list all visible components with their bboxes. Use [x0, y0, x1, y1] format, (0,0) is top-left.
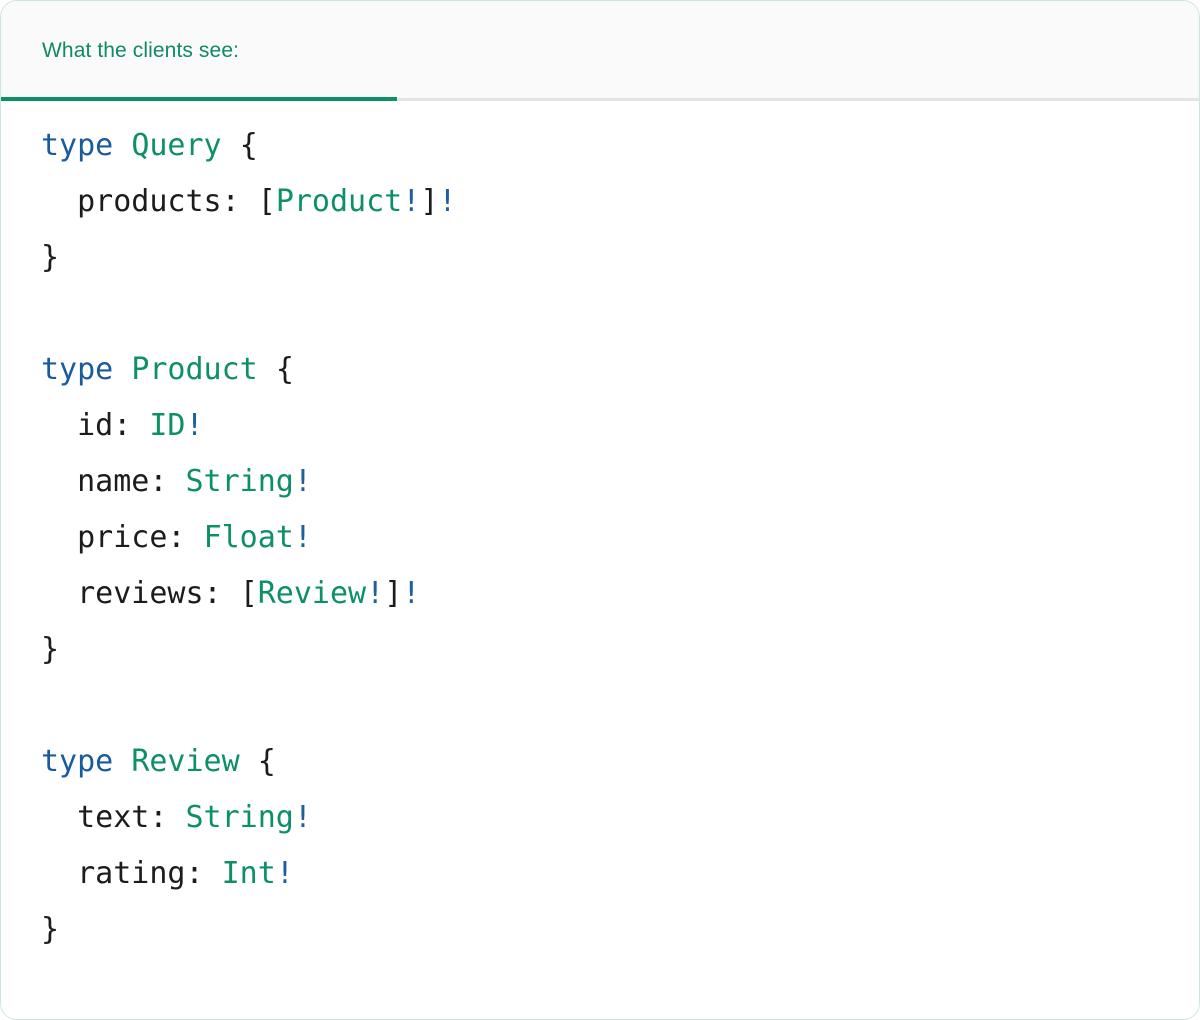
code-line: products: [Product!]!	[41, 174, 1159, 230]
code-line: type Product {	[41, 342, 1159, 398]
code-token-type: Product	[131, 352, 258, 387]
code-token-punc: ]	[384, 576, 403, 611]
code-token-field: reviews:	[41, 576, 222, 611]
code-line: name: String!	[41, 454, 1159, 510]
code-token-plain	[240, 184, 258, 219]
code-token-field: price:	[41, 520, 186, 555]
code-line: rating: Int!	[41, 846, 1159, 902]
code-token-bang: !	[293, 800, 312, 835]
code-token-field: products:	[41, 184, 240, 219]
code-token-kw: type	[41, 352, 114, 387]
code-token-punc: }	[41, 632, 60, 667]
code-token-plain	[222, 128, 240, 163]
tab-strip: What the clients see:	[1, 1, 1199, 101]
code-token-field: rating:	[41, 856, 204, 891]
code-line: type Review {	[41, 734, 1159, 790]
code-token-punc: [	[257, 184, 276, 219]
code-token-type: String	[185, 800, 294, 835]
code-token-plain	[131, 408, 149, 443]
code-token-kw: type	[41, 128, 114, 163]
code-token-plain	[258, 352, 276, 387]
code-token-plain	[186, 520, 204, 555]
tab-what-the-clients-see[interactable]: What the clients see:	[1, 1, 397, 101]
code-token-punc: ]	[420, 184, 439, 219]
code-token-punc: }	[41, 240, 60, 275]
code-token-plain	[113, 744, 131, 779]
code-token-punc: {	[239, 128, 258, 163]
code-line	[41, 678, 1159, 734]
tab-label: What the clients see:	[42, 39, 240, 62]
code-line: }	[41, 230, 1159, 286]
code-line	[41, 286, 1159, 342]
code-token-type: Review	[131, 744, 240, 779]
code-token-plain	[204, 856, 222, 891]
code-token-type: String	[185, 464, 294, 499]
code-token-punc: {	[275, 352, 294, 387]
code-token-type: Float	[203, 520, 294, 555]
code-token-punc: {	[257, 744, 276, 779]
tab-strip-divider	[1, 98, 1199, 101]
code-line: type Query {	[41, 118, 1159, 174]
code-token-kw: type	[41, 744, 114, 779]
code-token-plain	[222, 576, 240, 611]
code-line: price: Float!	[41, 510, 1159, 566]
code-token-bang: !	[402, 576, 421, 611]
code-token-plain	[113, 128, 131, 163]
code-token-field: id:	[41, 408, 132, 443]
code-line: text: String!	[41, 790, 1159, 846]
code-token-plain	[167, 464, 185, 499]
code-line: id: ID!	[41, 398, 1159, 454]
code-token-plain	[167, 800, 185, 835]
code-area[interactable]: type Query { products: [Product!]!} type…	[1, 101, 1199, 1019]
code-token-type: Query	[131, 128, 222, 163]
code-token-bang: !	[438, 184, 457, 219]
code-line: }	[41, 622, 1159, 678]
code-token-type: Product	[275, 184, 403, 219]
code-line: }	[41, 902, 1159, 958]
code-token-type: ID	[149, 408, 186, 443]
code-token-field: text:	[41, 800, 168, 835]
code-token-bang: !	[275, 856, 294, 891]
code-token-bang: !	[293, 520, 312, 555]
code-token-plain	[240, 744, 258, 779]
code-token-bang: !	[185, 408, 204, 443]
code-token-plain	[113, 352, 131, 387]
code-token-punc: }	[41, 912, 60, 947]
code-token-type: Review	[257, 576, 367, 611]
code-line: reviews: [Review!]!	[41, 566, 1159, 622]
code-token-field: name:	[41, 464, 168, 499]
code-token-punc: [	[239, 576, 258, 611]
graphql-schema-code: type Query { products: [Product!]!} type…	[41, 118, 1159, 958]
active-tab-indicator	[1, 97, 397, 101]
code-token-type: Int	[221, 856, 276, 891]
code-token-bang: !	[402, 184, 421, 219]
code-token-bang: !	[366, 576, 385, 611]
code-token-bang: !	[293, 464, 312, 499]
